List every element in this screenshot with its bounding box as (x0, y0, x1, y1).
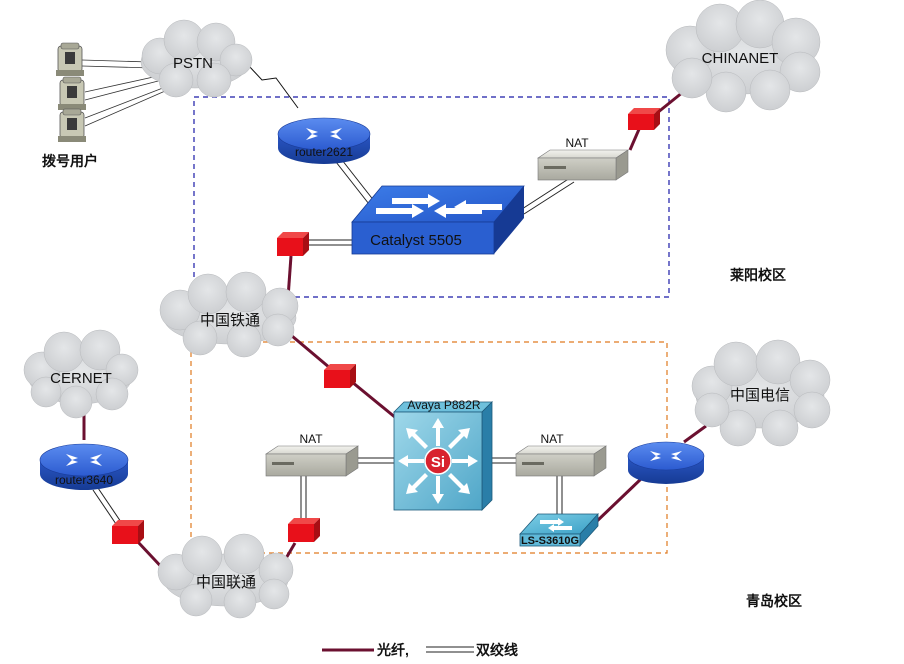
connector (277, 232, 309, 256)
router-arrows-icon (306, 128, 342, 140)
campus-laiyang-label: 莱阳校区 (730, 267, 786, 283)
phone-icon (56, 42, 84, 76)
twisted-pair-router3640-connector (92, 487, 122, 525)
cloud-pstn: PSTN (140, 19, 253, 98)
qingdao-campus-boundary (190, 341, 668, 554)
router-2621: router2621 (277, 117, 371, 164)
twisted-pair-nat-connector (300, 476, 307, 520)
legend-fiber-label: 光纤, (376, 642, 409, 658)
catalyst-5505-switch: Catalyst 5505 (351, 185, 525, 255)
router-arrows-icon (650, 451, 682, 461)
avaya-si-label: Si (431, 454, 445, 471)
cloud-chinanet: CHINANET (665, 0, 821, 113)
phone-icons (56, 42, 86, 142)
legend-twisted-pair-swatch (426, 646, 474, 653)
phone-icon (58, 108, 86, 142)
fiber-cnc-connector (291, 334, 331, 370)
radiating-arrows-icon (398, 418, 478, 504)
twisted-pair-catalyst-nat (521, 177, 575, 215)
dialup-users-label: 拨号用户 (42, 153, 98, 169)
nat-top-label: NAT (565, 136, 589, 150)
cloud-cernet-label: CERNET (50, 370, 112, 387)
cloud-cernet: CERNET (23, 329, 139, 419)
connector (628, 108, 660, 130)
phone-icon (58, 76, 86, 110)
ls-s3610g-label: LS-S3610G (521, 535, 579, 547)
router-arrows-icon (66, 454, 102, 466)
router-qingdao (627, 441, 705, 484)
twisted-pair-avaya-nat (492, 457, 516, 464)
nat-right-label: NAT (540, 432, 564, 446)
catalyst-5505-label: Catalyst 5505 (370, 232, 462, 249)
fiber-router-telecom (683, 424, 707, 444)
cloud-cnc: 中国铁通 (159, 271, 299, 358)
campus-qingdao-label: 青岛校区 (746, 593, 802, 609)
legend: 光纤, 双绞线 (322, 642, 518, 658)
fiber-ls-router (594, 476, 644, 524)
router-3640: router3640 (39, 443, 129, 490)
cloud-pstn-label: PSTN (173, 55, 213, 72)
avaya-p882r-switch: Si Avaya P882R (393, 398, 493, 511)
fiber-connector-avaya (351, 380, 397, 420)
cloud-telecom-label: 中国电信 (730, 387, 790, 404)
cloud-unicom-label: 中国联通 (196, 574, 256, 591)
cloud-chinanet-label: CHINANET (702, 50, 779, 67)
cloud-cnc-label: 中国铁通 (200, 312, 260, 329)
router-2621-label: router2621 (295, 145, 353, 159)
cloud-unicom: 中国联通 (157, 533, 294, 619)
twisted-pair-connector-catalyst (307, 239, 356, 246)
dialup-links (81, 59, 173, 127)
avaya-p882r-label: Avaya P882R (407, 398, 480, 412)
nat-right: NAT (515, 432, 607, 477)
connector (288, 518, 320, 542)
nat-top: NAT (537, 136, 629, 181)
nat-left: NAT (265, 432, 359, 477)
connector (112, 520, 144, 544)
cloud-telecom: 中国电信 (691, 339, 831, 447)
ls-switch-arrows-icon (540, 518, 572, 532)
legend-twisted-pair-label: 双绞线 (476, 642, 518, 658)
fiber-connectors (112, 108, 660, 544)
router-3640-label: router3640 (55, 473, 113, 487)
connector (324, 364, 356, 388)
twisted-pair-nat-avaya (358, 457, 394, 464)
laiyang-campus-boundary (193, 96, 670, 298)
twisted-pair-nat-ls (556, 476, 563, 514)
ls-s3610g-switch: LS-S3610G (519, 512, 599, 548)
nat-left-label: NAT (299, 432, 323, 446)
switch-arrows-icon (376, 194, 502, 218)
